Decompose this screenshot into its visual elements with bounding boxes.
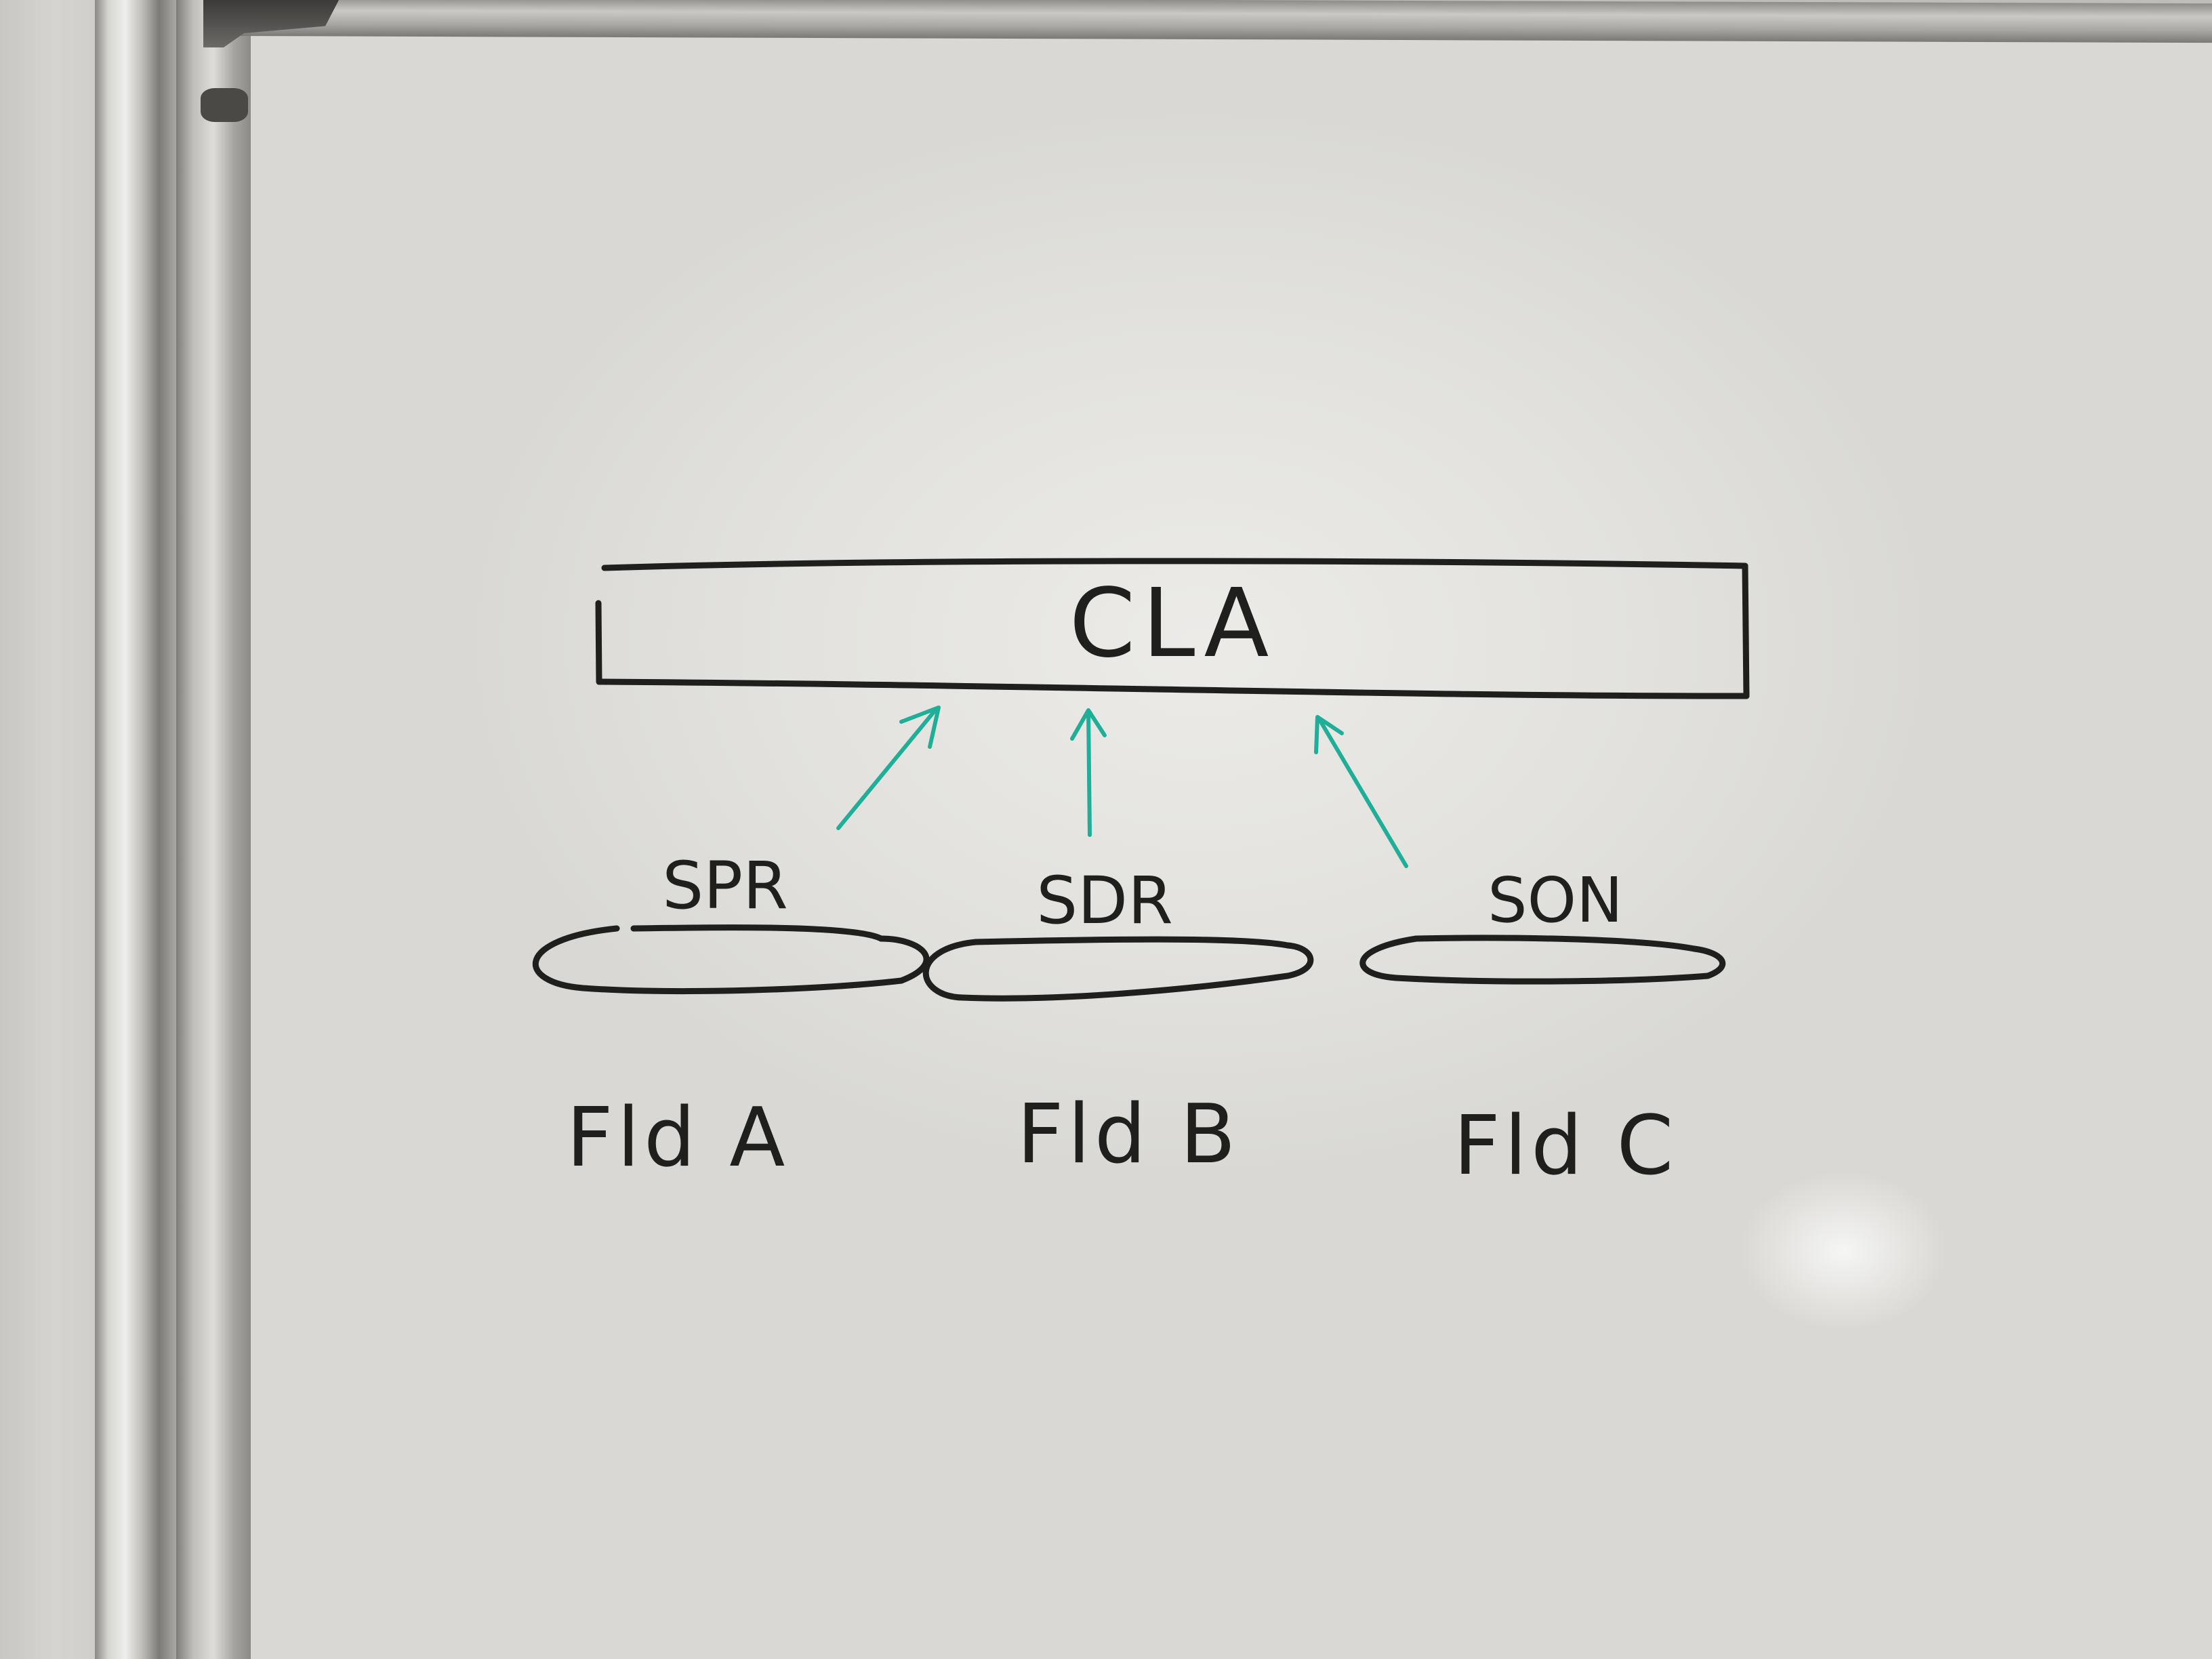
arrow-c-shaft (1317, 716, 1408, 868)
arrow-c-to-cla (1314, 715, 1408, 868)
frame-screw (201, 88, 248, 122)
arrow-b-shaft (1086, 710, 1092, 837)
node-b-top-label: SDR (1036, 863, 1173, 939)
cla-box: CLA (595, 558, 1750, 699)
board-frame-left-inner (176, 0, 251, 1659)
arrow-a-to-cla (836, 705, 941, 830)
node-c-bottom-label: Fld C (1454, 1099, 1677, 1193)
board-frame-left-outer (95, 0, 176, 1659)
arrow-a-head (899, 705, 941, 749)
node-b: SDR Fld B (922, 863, 1314, 1182)
node-b-bottom-label: Fld B (1017, 1088, 1240, 1182)
node-a-bottom-label: Fld A (567, 1091, 790, 1185)
node-c: SON Fld C (1359, 864, 1726, 1193)
arrow-c-head (1314, 715, 1344, 754)
cla-label: CLA (1069, 569, 1276, 679)
arrow-a-shaft (836, 708, 937, 830)
node-a-top-label: SPR (662, 848, 788, 924)
node-c-top-label: SON (1488, 864, 1623, 937)
arrow-b-head (1070, 708, 1107, 741)
arrow-b-to-cla (1070, 708, 1107, 837)
whiteboard-surface (251, 31, 2212, 1659)
node-a: SPR Fld A (532, 848, 930, 1185)
